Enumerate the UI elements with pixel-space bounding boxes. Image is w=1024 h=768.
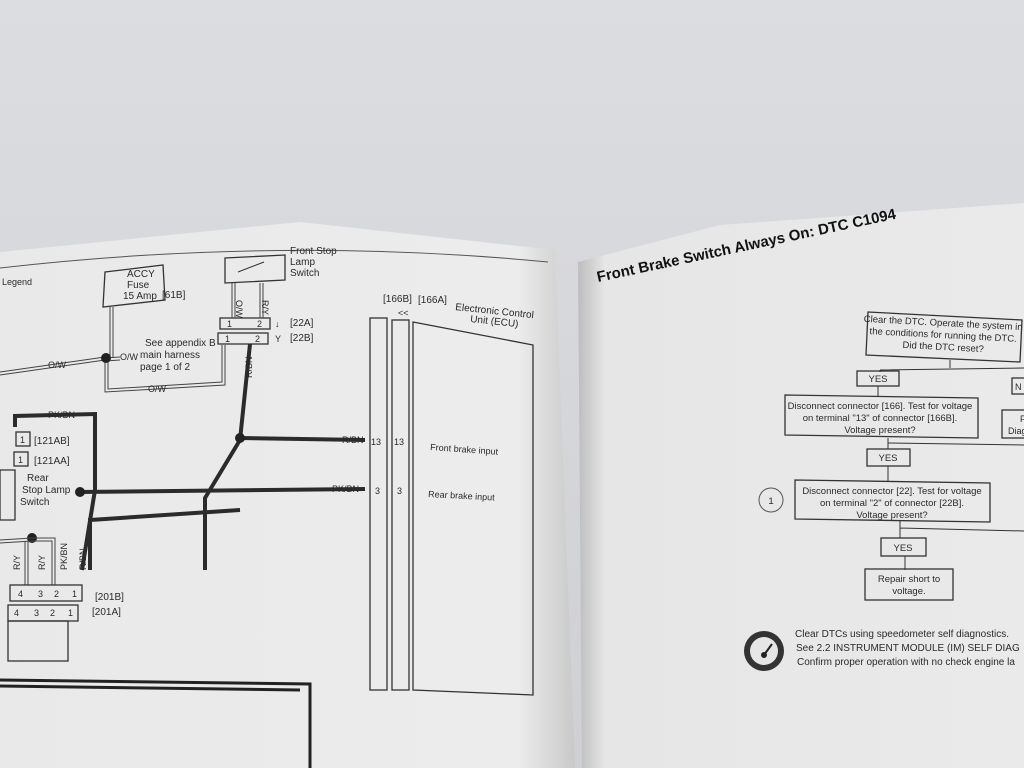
svg-text:YES: YES	[868, 374, 887, 385]
svg-text:[22B]: [22B]	[290, 333, 314, 344]
svg-text:PK/BN: PK/BN	[332, 484, 359, 494]
svg-text:See appendix B: See appendix B	[145, 338, 216, 349]
male-terminal-icon: ↓	[275, 319, 280, 329]
svg-text:R/BN: R/BN	[78, 548, 88, 570]
svg-text:Confirm proper operation with: Confirm proper operation with no check e…	[797, 657, 1015, 668]
connector-arrows-icon: <<	[398, 308, 409, 318]
svg-text:O/W: O/W	[234, 300, 244, 319]
speedometer-icon	[744, 631, 784, 671]
signal-wires: R/BN PK/BN PK/BN R/BN R/Y R/Y PK/BN R/BN	[0, 343, 366, 585]
svg-text:Clear DTCs using speedometer s: Clear DTCs using speedometer self diagno…	[795, 629, 1009, 640]
right-page: Front Brake Switch Always On: DTC C1094 …	[578, 203, 1024, 768]
svg-text:2: 2	[54, 589, 59, 599]
front-stop-lamp-switch: Front Stop Lamp Switch	[224, 246, 337, 284]
svg-text:[201B]: [201B]	[95, 592, 124, 603]
svg-text:R/Y: R/Y	[37, 555, 47, 570]
svg-text:13: 13	[371, 437, 381, 447]
svg-text:Unit (ECU): Unit (ECU)	[470, 314, 519, 330]
flowchart: Clear the DTC. Operate the system in the…	[758, 311, 1024, 601]
svg-text:N: N	[1015, 382, 1022, 392]
svg-text:on terminal "13" of connector: on terminal "13" of connector [166B].	[803, 413, 958, 424]
svg-text:voltage.: voltage.	[892, 586, 925, 597]
svg-text:O/W: O/W	[120, 352, 139, 362]
svg-text:Diag: Diag	[1008, 426, 1024, 436]
svg-text:Disconnect connector [166]. Te: Disconnect connector [166]. Test for vol…	[788, 401, 973, 412]
svg-text:[61B]: [61B]	[162, 290, 186, 301]
svg-text:PK/BN: PK/BN	[59, 543, 69, 570]
svg-text:2: 2	[257, 319, 262, 329]
svg-text:15 Amp: 15 Amp	[123, 291, 157, 302]
frame-line	[0, 678, 312, 768]
svg-text:[121AA]: [121AA]	[34, 456, 70, 467]
svg-text:See 2.2 INSTRUMENT MODULE (IM): See 2.2 INSTRUMENT MODULE (IM) SELF DIAG	[796, 643, 1020, 654]
note: Clear DTCs using speedometer self diagno…	[744, 629, 1020, 671]
svg-text:3: 3	[375, 486, 380, 496]
svg-text:Fuse: Fuse	[127, 280, 150, 291]
svg-text:3: 3	[397, 486, 402, 496]
svg-text:YES: YES	[878, 453, 897, 464]
svg-text:O/W: O/W	[48, 360, 67, 370]
female-terminal-icon: Y	[275, 334, 281, 344]
svg-text:Did the DTC reset?: Did the DTC reset?	[902, 340, 984, 355]
svg-text:1: 1	[72, 589, 77, 599]
svg-text:3: 3	[34, 608, 39, 618]
svg-text:on terminal "2" of connector [: on terminal "2" of connector [22B].	[820, 498, 964, 509]
svg-text:1: 1	[20, 435, 25, 445]
legend-fragment: Legend	[2, 277, 32, 287]
accy-fuse: ACCY Fuse 15 Amp [61B]	[102, 264, 186, 308]
svg-text:Rear brake input: Rear brake input	[428, 489, 495, 502]
svg-text:4: 4	[14, 608, 19, 618]
svg-text:Lamp: Lamp	[290, 257, 315, 268]
svg-text:[22A]: [22A]	[290, 318, 314, 329]
svg-text:1: 1	[68, 608, 73, 618]
svg-text:R/BN: R/BN	[244, 356, 254, 378]
svg-text:Stop Lamp: Stop Lamp	[22, 485, 71, 496]
svg-text:R/Y: R/Y	[260, 300, 270, 315]
svg-text:F: F	[1020, 414, 1024, 424]
svg-text:Voltage present?: Voltage present?	[856, 510, 927, 521]
svg-text:2: 2	[50, 608, 55, 618]
svg-text:1: 1	[18, 455, 23, 465]
svg-text:R/BN: R/BN	[342, 435, 364, 445]
svg-text:3: 3	[38, 589, 43, 599]
svg-text:Voltage present?: Voltage present?	[844, 425, 915, 436]
svg-text:4: 4	[18, 589, 23, 599]
svg-text:R/Y: R/Y	[12, 555, 22, 570]
ow-wires: O/W O/W O/W O/W R/Y	[0, 283, 270, 394]
svg-text:Front brake input: Front brake input	[430, 442, 499, 457]
svg-text:Repair short to: Repair short to	[878, 574, 940, 585]
connector-22: 1 2 1 2 [22A] [22B] ↓ Y	[217, 317, 314, 345]
svg-text:ACCY: ACCY	[127, 269, 155, 280]
svg-text:YES: YES	[893, 543, 912, 554]
svg-text:[166B]: [166B]	[383, 294, 412, 305]
svg-text:2: 2	[255, 334, 260, 344]
svg-text:[201A]: [201A]	[92, 607, 121, 618]
svg-text:Front Stop: Front Stop	[290, 246, 337, 257]
svg-text:[166A]: [166A]	[418, 295, 447, 306]
svg-text:page 1 of 2: page 1 of 2	[140, 362, 190, 373]
svg-text:13: 13	[394, 437, 404, 447]
svg-text:Disconnect connector [22]. Tes: Disconnect connector [22]. Test for volt…	[802, 486, 981, 497]
step-marker: 1	[768, 496, 773, 507]
svg-text:1: 1	[225, 334, 230, 344]
svg-text:1: 1	[227, 319, 232, 329]
svg-text:Switch: Switch	[20, 497, 49, 508]
svg-text:O/W: O/W	[148, 384, 167, 394]
rear-stop-lamp-switch: 1 1 [121AB] [121AA] Rear Stop Lamp Switc…	[0, 431, 71, 521]
svg-text:[121AB]: [121AB]	[34, 436, 70, 447]
svg-text:Switch: Switch	[290, 268, 319, 279]
left-page: Legend ACCY Fuse 15 Amp [61B] Front Stop…	[0, 222, 575, 768]
svg-text:Rear: Rear	[27, 473, 49, 484]
svg-text:main harness: main harness	[140, 350, 200, 361]
svg-text:PK/BN: PK/BN	[48, 410, 75, 420]
